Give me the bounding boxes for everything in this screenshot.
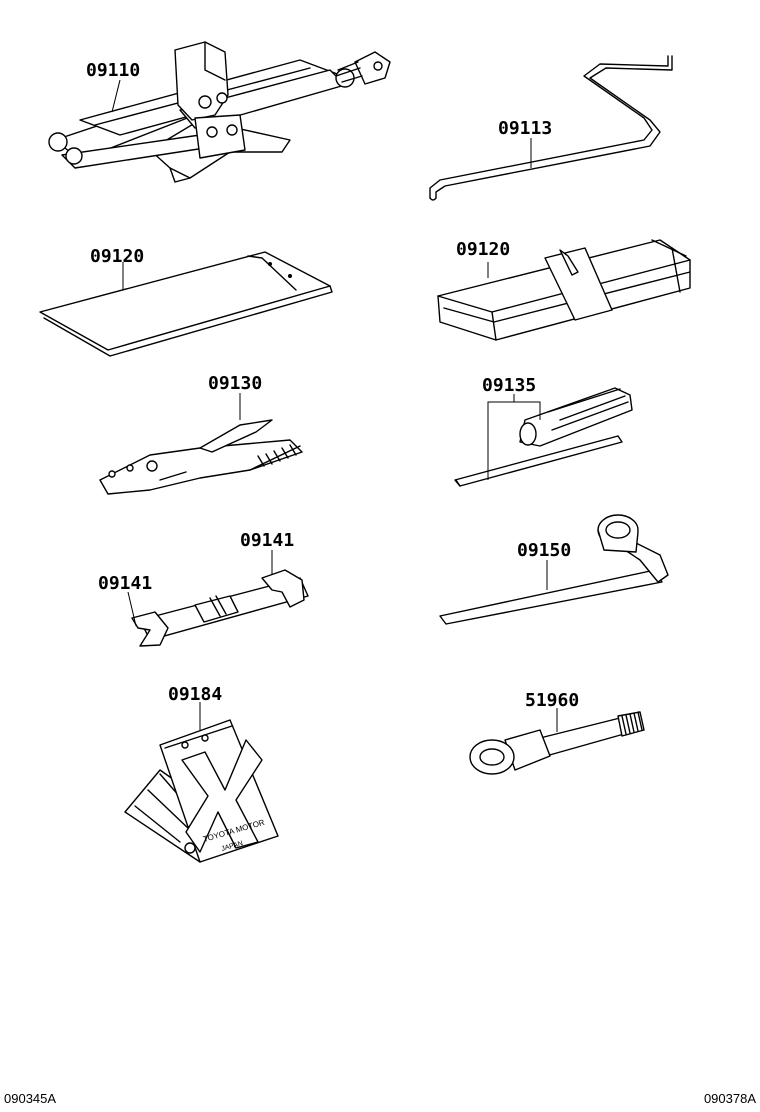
footer-right-code: 090378A [703,1091,756,1106]
scissor-jack-illustration [48,41,391,183]
part-number-tool-bag-rolled: 09120 [456,239,510,260]
part-number-jack-handle: 09113 [498,118,552,139]
part-number-jack: 09110 [86,60,140,81]
pliers-illustration [99,419,303,495]
part-number-wrench-upper: 09141 [240,530,294,551]
tool-bag-flat-illustration [39,251,333,357]
open-end-wrenches-illustration [131,569,309,647]
part-number-wheel-chock: 09184 [168,684,222,705]
part-number-tool-bag-flat: 09120 [90,246,144,267]
part-number-wrench-lower: 09141 [98,573,152,594]
screwdriver-illustration [454,387,633,487]
part-number-wheel-nut-wrench: 09150 [517,540,571,561]
tool-bag-rolled-illustration [437,239,691,341]
jack-handle-illustration [429,55,673,201]
part-number-screwdriver: 09135 [482,375,536,396]
part-number-towing-eye: 51960 [525,690,579,711]
footer-left-code: 090345A [4,1091,57,1106]
wheel-chock-illustration: TOYOTA MOTOR JAPAN [124,719,279,863]
part-number-pliers: 09130 [208,373,262,394]
towing-eye-illustration [469,711,645,775]
wheel-nut-wrench-illustration [439,514,669,625]
